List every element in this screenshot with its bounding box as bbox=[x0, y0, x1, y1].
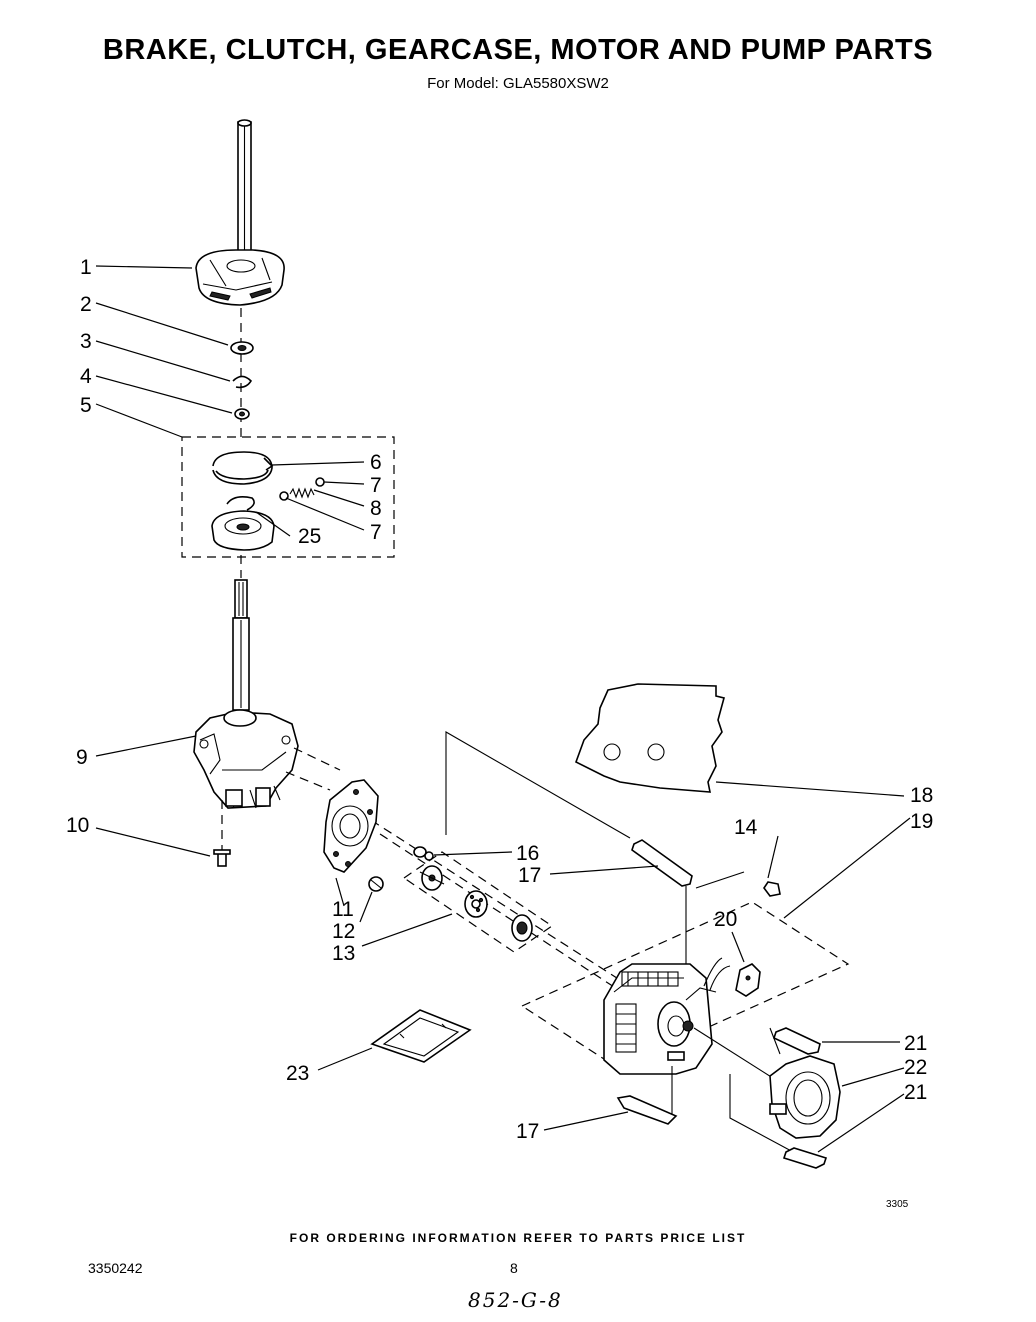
callout-17-lower: 17 bbox=[516, 1120, 539, 1143]
retaining-clip-part-3 bbox=[232, 375, 253, 389]
callout-23: 23 bbox=[286, 1062, 309, 1085]
callout-2: 2 bbox=[80, 293, 92, 316]
plug-part-16 bbox=[413, 846, 434, 861]
washer-part-4 bbox=[234, 408, 250, 420]
seal-part-12 bbox=[368, 876, 384, 892]
motor-assembly-part-19 bbox=[520, 901, 850, 1161]
pump-housing-part-22 bbox=[769, 1055, 841, 1139]
callout-16: 16 bbox=[516, 842, 539, 865]
callout-20: 20 bbox=[714, 908, 737, 931]
callout-3: 3 bbox=[80, 330, 92, 353]
clutch-spring-part bbox=[279, 477, 325, 501]
callout-9: 9 bbox=[76, 746, 88, 769]
callout-14: 14 bbox=[734, 816, 758, 839]
callout-11: 11 bbox=[332, 898, 354, 921]
illustration-code: 3305 bbox=[886, 1199, 909, 1210]
callout-12: 12 bbox=[332, 920, 355, 943]
clutch-assembly-part-5 bbox=[181, 436, 395, 558]
callout-6: 6 bbox=[370, 451, 382, 474]
leader-lines bbox=[95, 265, 911, 1153]
pump-rotor-part bbox=[464, 890, 488, 918]
page-title: BRAKE, CLUTCH, GEARCASE, MOTOR AND PUMP … bbox=[102, 34, 934, 66]
page-number: 8 bbox=[510, 1260, 518, 1276]
model-subtitle: For Model: GLA5580XSW2 bbox=[427, 75, 609, 92]
callout-21-lower: 21 bbox=[904, 1081, 927, 1104]
motor-shield-part-18 bbox=[575, 683, 725, 793]
screw-part-14 bbox=[763, 881, 781, 897]
callout-22: 22 bbox=[904, 1056, 927, 1079]
callout-19: 19 bbox=[910, 810, 933, 833]
callout-17-upper: 17 bbox=[518, 864, 541, 887]
gearcase-part-9 bbox=[193, 709, 299, 809]
bolt-part-10 bbox=[213, 800, 231, 867]
impeller-part bbox=[419, 865, 445, 891]
callout-5: 5 bbox=[80, 394, 92, 417]
callout-numbers: 1 2 3 4 5 6 7 8 7 25 9 10 11 12 13 16 17… bbox=[66, 256, 933, 1143]
lower-drive-shaft-part bbox=[232, 555, 250, 711]
gasket-part-23 bbox=[370, 1009, 472, 1063]
washer-part-2 bbox=[230, 341, 254, 355]
handwritten-note: 852-G-8 bbox=[468, 1288, 563, 1312]
callout-13: 13 bbox=[332, 942, 355, 965]
callout-8: 8 bbox=[370, 497, 382, 520]
callout-4: 4 bbox=[80, 365, 92, 388]
clamp-part-21-upper bbox=[773, 1027, 821, 1055]
clip-part-17-lower bbox=[616, 1095, 678, 1125]
pump-coupling-part bbox=[511, 914, 533, 942]
pump-cover-part-11 bbox=[323, 779, 379, 873]
brake-cam-and-shaft-part bbox=[195, 119, 285, 440]
callout-1: 1 bbox=[80, 256, 92, 279]
callout-18: 18 bbox=[910, 784, 933, 807]
callout-21-upper: 21 bbox=[904, 1032, 927, 1055]
motor-switch-part-20 bbox=[735, 963, 761, 997]
callout-25: 25 bbox=[298, 525, 321, 548]
callout-10: 10 bbox=[66, 814, 89, 837]
document-number: 3350242 bbox=[88, 1260, 143, 1276]
callout-7-upper: 7 bbox=[370, 474, 382, 497]
ordering-info-note: FOR ORDERING INFORMATION REFER TO PARTS … bbox=[289, 1231, 747, 1245]
clamp-part-21-lower bbox=[782, 1147, 828, 1169]
callout-7-lower: 7 bbox=[370, 521, 382, 544]
motor-part bbox=[603, 957, 731, 1075]
